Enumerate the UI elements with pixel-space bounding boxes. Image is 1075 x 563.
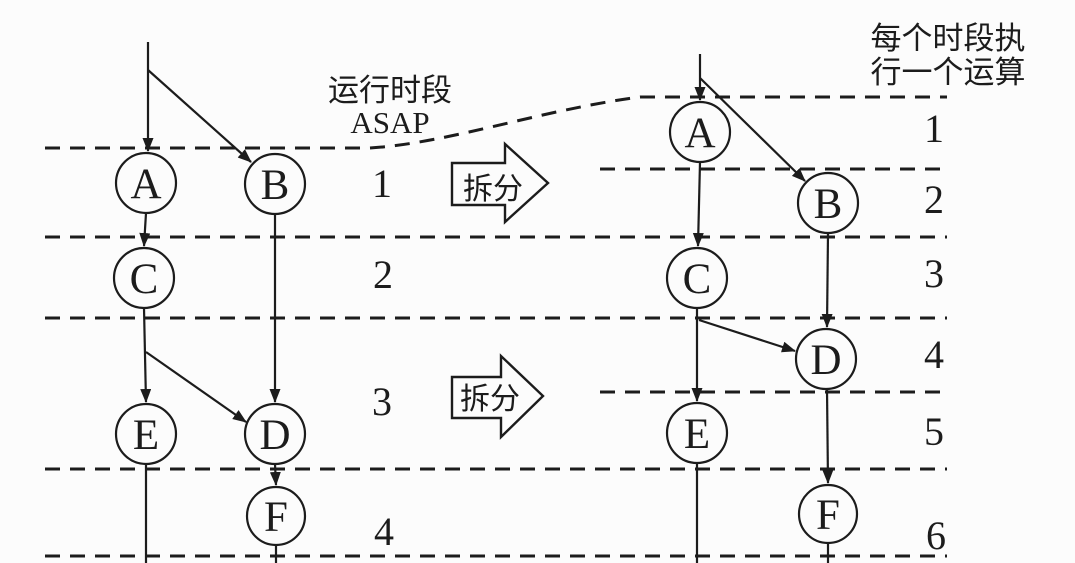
edge-input-to-B-right (699, 77, 806, 182)
edge-D-to-F-right (822, 388, 834, 484)
node-circle-F-left (245, 485, 307, 547)
captions: 运行时段 ASAP 每个时段执 行一个运算 (328, 21, 1026, 140)
node-label-E-left: E (133, 412, 159, 459)
split-block-arrow-bottom (450, 353, 545, 440)
node-label-B-right: B (814, 181, 843, 228)
transform-arrows: 拆分 拆分 (450, 141, 550, 440)
node-circle-C-right (665, 246, 729, 310)
split-arrow-label-top: 拆分 (463, 173, 523, 206)
node-label-D-right: D (810, 337, 841, 384)
node-label-C-right: C (683, 256, 712, 303)
left-caption-line1: 运行时段 (328, 73, 452, 108)
left-slot-number-3: 3 (372, 379, 392, 424)
edge-C-to-E-left (140, 307, 152, 403)
node-circle-B-right (796, 171, 860, 235)
node-label-A-right: A (684, 110, 715, 157)
node-circle-C-left (112, 246, 176, 310)
left-graph-nodes: A B C E D F (112, 151, 307, 547)
node-circle-A-right (668, 100, 732, 164)
edge-B-to-D-right (821, 232, 833, 328)
right-slot-number-5: 5 (924, 409, 944, 454)
node-circle-B-left (243, 152, 307, 216)
node-label-B-left: B (261, 162, 290, 209)
edge-A-to-C-right (692, 161, 704, 247)
node-circle-D-right (794, 327, 858, 391)
split-arrow-label-bottom: 拆分 (460, 383, 520, 416)
node-label-C-left: C (130, 256, 159, 303)
right-slot-number-2: 2 (924, 177, 944, 222)
node-label-D-left: D (259, 412, 290, 459)
left-slot-number-2: 2 (373, 252, 393, 297)
timeline-dividers (45, 95, 947, 558)
split-block-arrow-top (450, 141, 550, 225)
left-slot-numbers: 1 2 3 4 (372, 161, 394, 554)
node-circle-F-right (797, 483, 859, 545)
right-graph-edges (691, 54, 834, 563)
right-slot-number-1: 1 (924, 106, 944, 151)
left-slot-number-4: 4 (374, 509, 394, 554)
edge-input-to-B-left (147, 69, 252, 163)
edge-C-to-D-left (145, 351, 247, 423)
right-slot-number-6: 6 (926, 513, 946, 558)
node-label-F-left: F (264, 494, 288, 541)
right-slot-number-3: 3 (924, 251, 944, 296)
node-circle-D-left (243, 402, 307, 466)
node-label-F-right: F (816, 492, 840, 539)
left-slot-number-1: 1 (372, 161, 392, 206)
edge-A-to-C-left (139, 212, 151, 247)
right-caption-line2: 行一个运算 (871, 55, 1026, 90)
node-label-A-left: A (130, 161, 161, 208)
right-slot-numbers: 1 2 3 4 5 6 (924, 106, 946, 558)
right-slot-number-4: 4 (924, 332, 944, 377)
node-circle-E-right (665, 401, 729, 465)
edge-D-to-F-left (269, 463, 281, 486)
node-circle-E-left (114, 402, 178, 466)
left-caption-line2: ASAP (350, 105, 429, 140)
edge-C-to-D-right (698, 318, 796, 353)
left-graph-edges (139, 42, 281, 563)
node-label-E-right: E (684, 411, 710, 458)
right-caption-line1: 每个时段执 (871, 21, 1026, 56)
node-circle-A-left (114, 151, 178, 215)
timeline-divider-1-with-transition (45, 95, 947, 150)
right-graph-nodes: A B C D E F (665, 100, 860, 545)
